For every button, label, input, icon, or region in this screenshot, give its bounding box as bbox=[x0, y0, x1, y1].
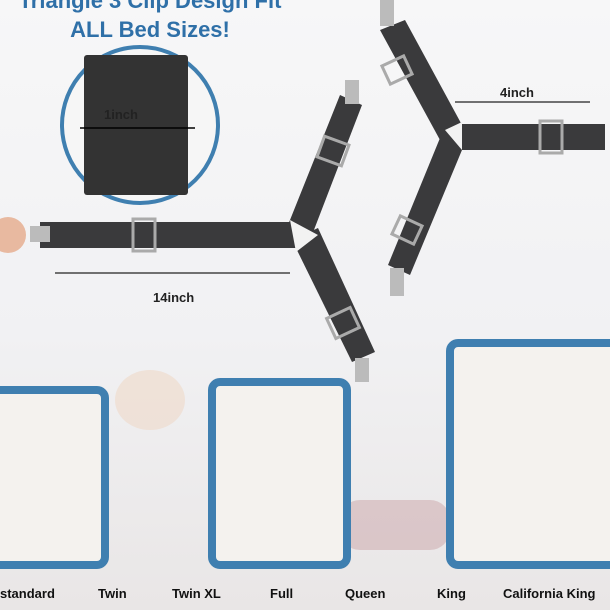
width-label: 1inch bbox=[104, 107, 138, 122]
size-standard: standard bbox=[0, 586, 55, 601]
size-full: Full bbox=[270, 586, 294, 601]
headline-line-1: Triangle 3 Clip Design Fit bbox=[18, 0, 282, 13]
magnifier bbox=[60, 45, 220, 205]
hand bbox=[0, 217, 26, 253]
headline-line-2: ALL Bed Sizes! bbox=[70, 17, 230, 42]
large-triangle-strap bbox=[30, 80, 375, 382]
small-triangle-strap bbox=[379, 0, 605, 296]
size-california-king: California King bbox=[503, 586, 596, 601]
model-figure bbox=[115, 370, 185, 430]
size-queen: Queen bbox=[345, 586, 386, 601]
mattress-small bbox=[0, 386, 109, 569]
mattress-large bbox=[446, 339, 610, 569]
model-clothing bbox=[340, 500, 450, 550]
mattress-medium bbox=[208, 378, 351, 569]
long-arm-label: 14inch bbox=[153, 290, 195, 305]
size-king: King bbox=[437, 586, 466, 601]
short-arm-label: 4inch bbox=[500, 85, 534, 100]
size-twin-xl: Twin XL bbox=[172, 586, 221, 601]
size-twin: Twin bbox=[98, 586, 127, 601]
